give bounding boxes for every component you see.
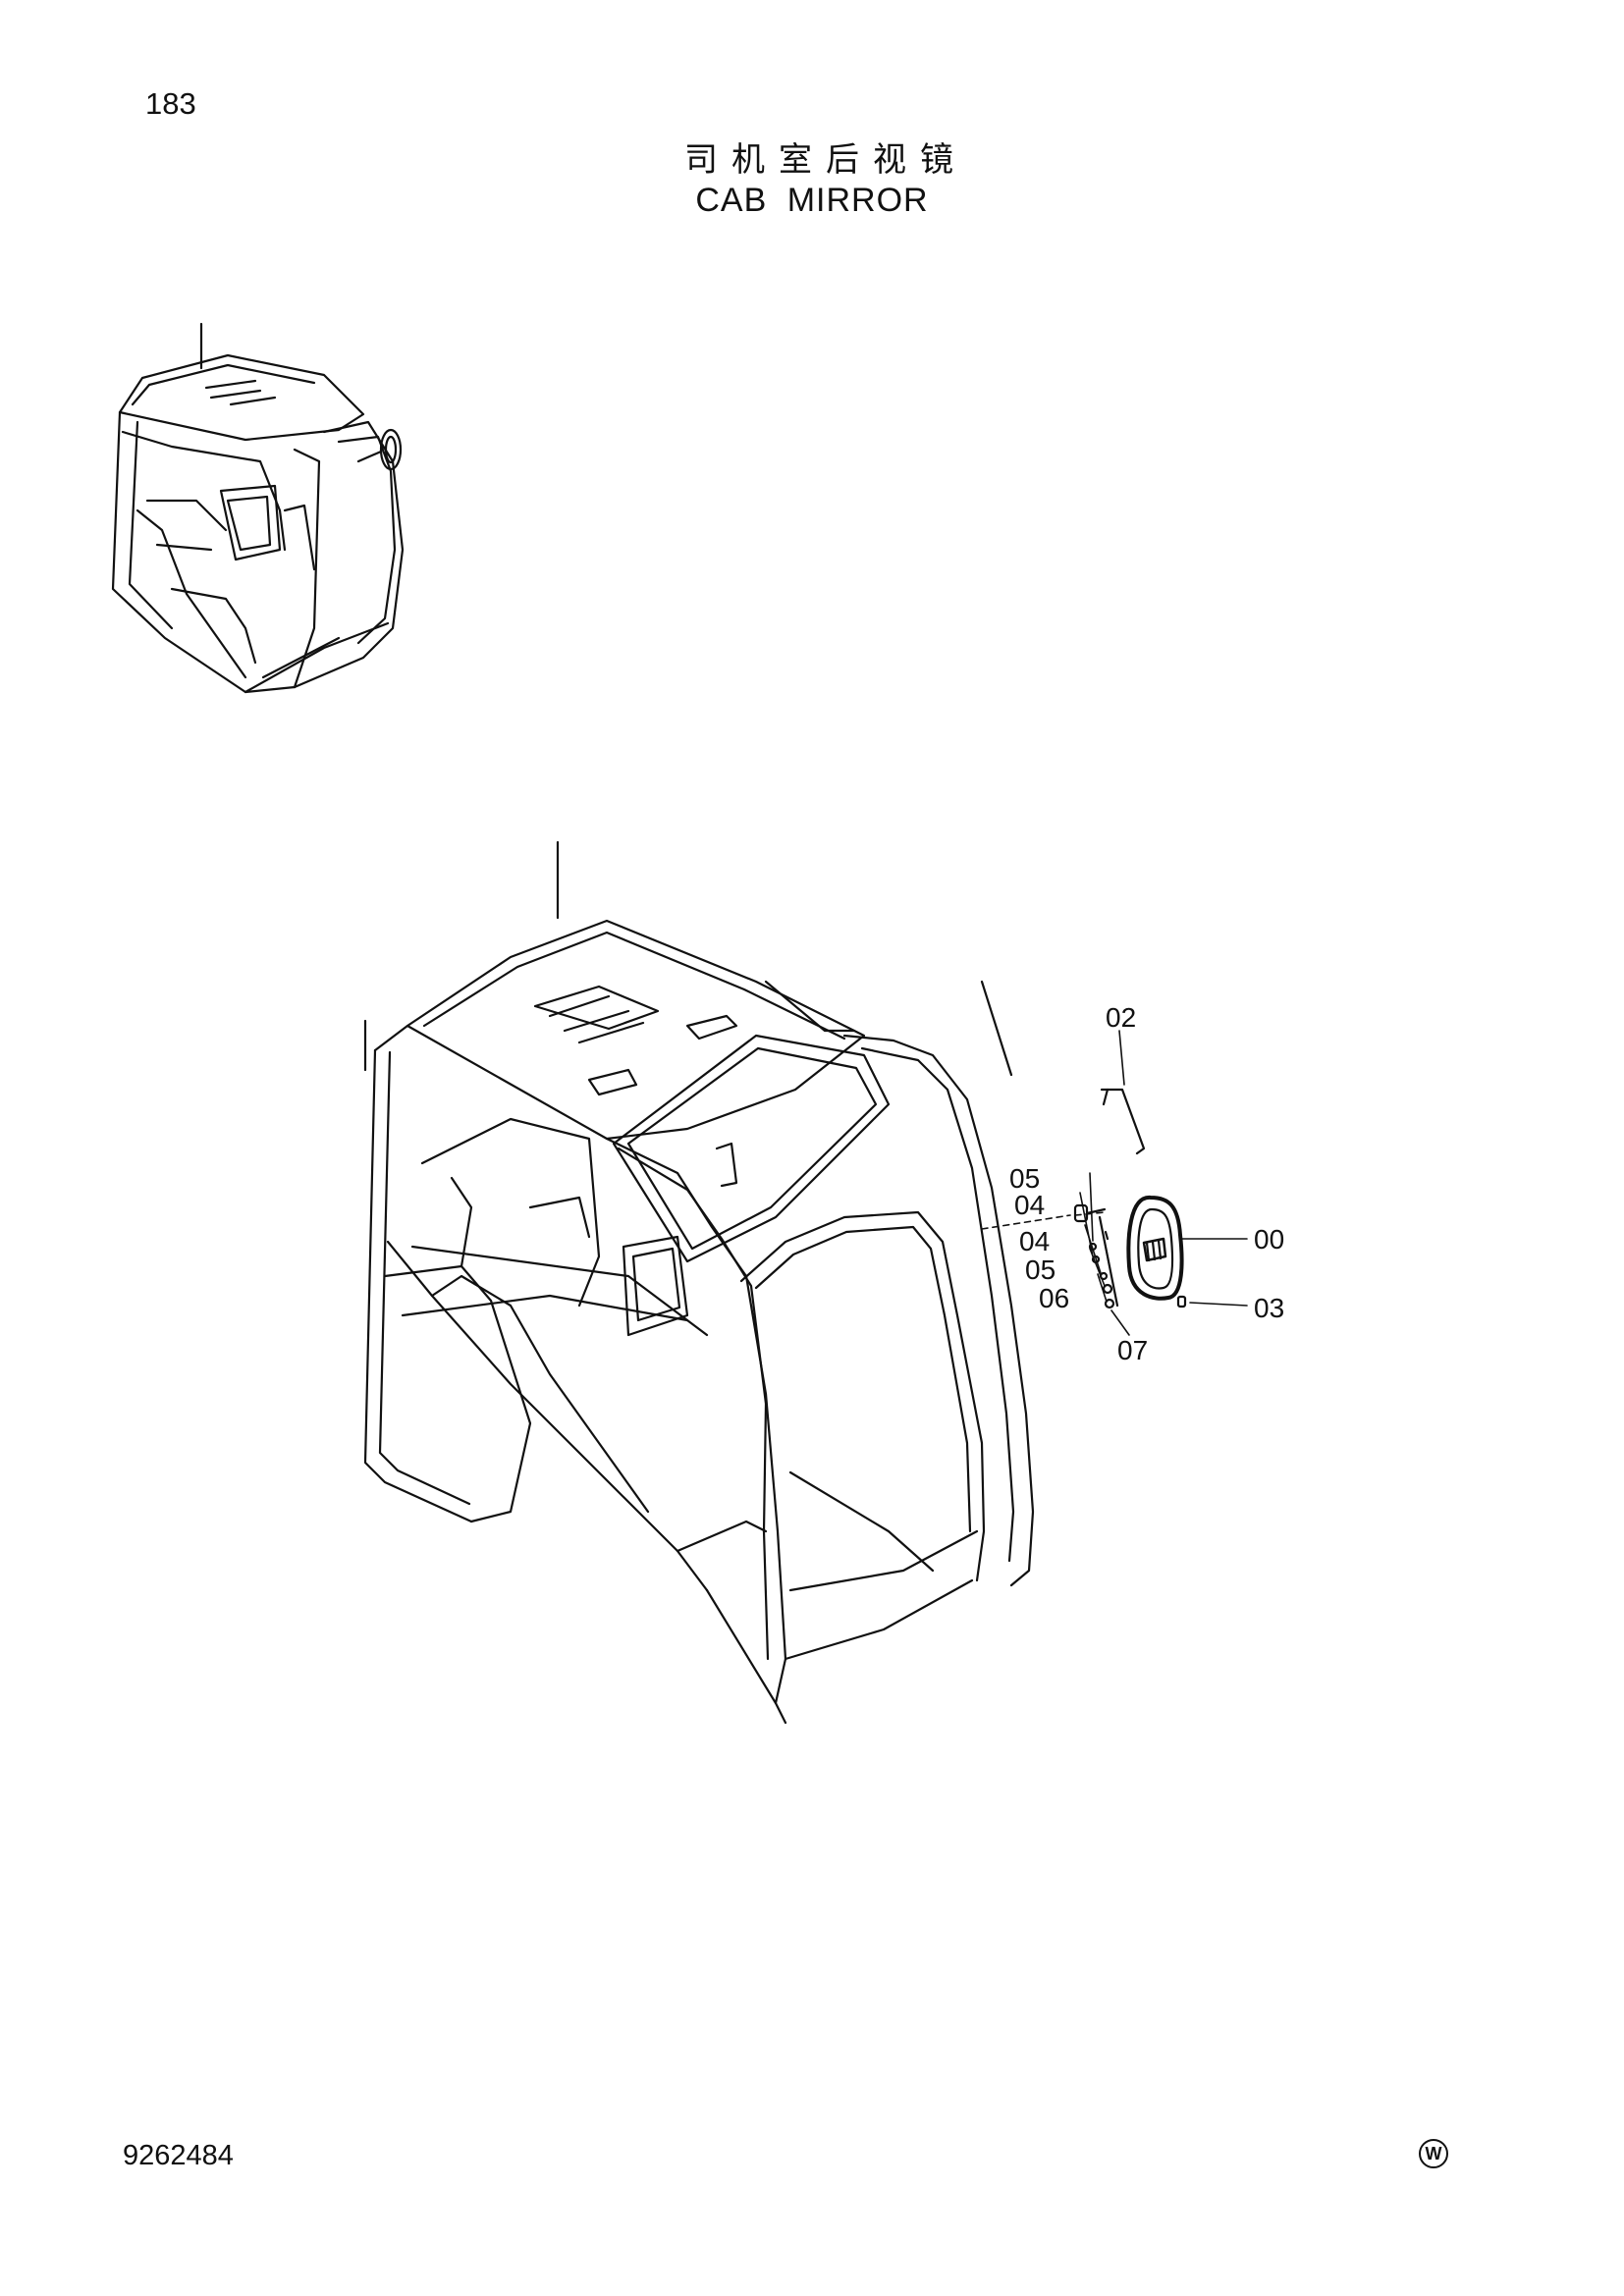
callout-leaders (1079, 1030, 1248, 1336)
page-number: 183 (145, 86, 196, 121)
document-number: 9262484 (123, 2140, 234, 2171)
callout-label-04b: 04 (1019, 1226, 1050, 1256)
callout-label-02: 02 (1106, 1002, 1136, 1033)
mirror-assembly (1073, 1088, 1187, 1309)
callout-label-05b: 05 (1025, 1255, 1056, 1285)
callout-label-00: 00 (1254, 1224, 1284, 1255)
callout-label-04a: 04 (1014, 1190, 1045, 1220)
callout-label-05a: 05 (1009, 1163, 1040, 1194)
page-title-english: CAB MIRROR (695, 182, 929, 219)
circled-w-mark: W (1419, 2139, 1448, 2168)
page-title-chinese: 司机室后视镜 (684, 140, 967, 180)
callout-label-07: 07 (1117, 1335, 1148, 1365)
overview-cab-illustration (111, 322, 405, 694)
callout-label-03: 03 (1254, 1293, 1284, 1323)
main-cab-illustration (363, 840, 1106, 1725)
callout-label-06: 06 (1039, 1283, 1069, 1313)
